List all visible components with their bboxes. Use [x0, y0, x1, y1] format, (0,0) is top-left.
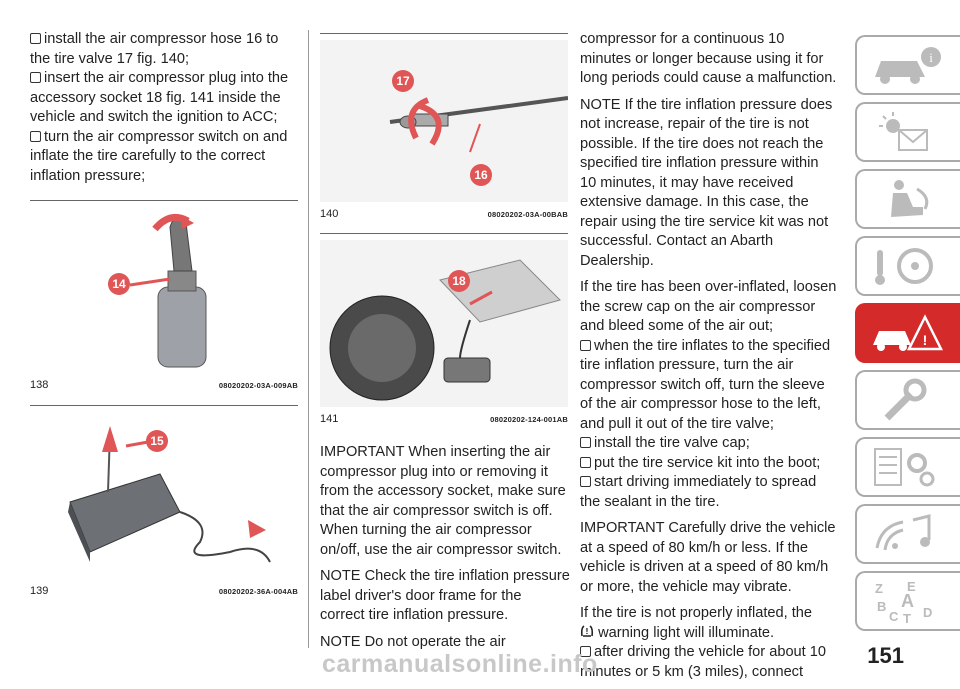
- figure-139: 15 139 08020202-36A-004AB: [30, 405, 298, 601]
- svg-text:i: i: [929, 50, 933, 65]
- step-item: install the air compressor hose 16 to th…: [30, 31, 279, 67]
- multimedia-icon: [875, 514, 931, 551]
- checkbox-bullet-icon: [580, 437, 591, 448]
- figure-caption: 138 08020202-03A-009AB: [30, 377, 298, 391]
- svg-text:T: T: [903, 611, 911, 625]
- column-middle-text: IMPORTANT When inserting the air compres…: [320, 443, 570, 659]
- svg-text:!: !: [923, 332, 928, 348]
- figure-number: 140: [320, 208, 339, 220]
- checkbox-bullet-icon: [30, 130, 41, 142]
- tab-warning-lights[interactable]: [855, 102, 960, 162]
- step-item: insert the air compressor plug into the …: [30, 70, 289, 125]
- step-item: start driving immediately to spread the …: [580, 474, 817, 510]
- wrench-icon: [884, 378, 927, 421]
- column-right-text: compressor for a continuous 10 minutes o…: [580, 30, 838, 689]
- tire-compressor-illustration: 18: [320, 240, 568, 407]
- tab-maintenance[interactable]: [855, 370, 960, 430]
- valve-hose-illustration: 17 16: [320, 40, 569, 202]
- step-item: after driving the vehicle for about 10 m…: [580, 644, 827, 680]
- figure-number: 138: [30, 379, 49, 391]
- step-item: install the tire valve cap;: [580, 434, 838, 454]
- paragraph: If the tire is not properly inflated, th…: [580, 605, 813, 641]
- svg-text:D: D: [923, 605, 932, 620]
- figure-140: 17 16 140 08020202-03A-00BAB: [320, 33, 569, 224]
- svg-text:C: C: [889, 609, 899, 624]
- tab-starting-driving[interactable]: [855, 236, 960, 296]
- column-divider: [308, 30, 310, 648]
- tab-car-info[interactable]: i: [855, 35, 960, 95]
- warning-lights-icon: [879, 112, 928, 151]
- checkbox-bullet-icon: [580, 646, 591, 657]
- step-item: turn the air compressor switch on and in…: [30, 128, 288, 184]
- step-item: put the tire service kit into the boot;: [580, 454, 838, 474]
- svg-text:A: A: [901, 591, 914, 611]
- figure-caption: 139 08020202-36A-004AB: [30, 583, 298, 597]
- callout-17: 17: [392, 70, 414, 92]
- figure-code: 08020202-03A-00BAB: [487, 210, 568, 219]
- callout-18: 18: [448, 270, 470, 292]
- callout-14: 14: [108, 273, 130, 295]
- tab-multimedia[interactable]: [855, 504, 960, 564]
- figure-caption: 140 08020202-03A-00BAB: [320, 206, 568, 220]
- checkbox-bullet-icon: [30, 33, 41, 44]
- tab-technical-data[interactable]: [855, 437, 960, 497]
- important-paragraph: IMPORTANT Carefully drive the vehicle at…: [580, 520, 836, 595]
- checkbox-bullet-icon: [580, 456, 591, 468]
- figure-number: 139: [30, 585, 49, 597]
- svg-text:!: !: [586, 627, 589, 636]
- column-left-text: install the air compressor hose 16 to th…: [30, 30, 300, 193]
- callout-16: 16: [470, 164, 492, 186]
- tab-safety[interactable]: [855, 169, 960, 229]
- seat-safety-icon: [891, 180, 929, 217]
- figure-code: 08020202-124-001AB: [490, 415, 568, 424]
- checkbox-bullet-icon: [580, 476, 591, 487]
- car-info-icon: i: [875, 47, 941, 84]
- figure-138: 14 138 08020202-03A-009AB: [30, 200, 298, 395]
- specs-gears-icon: [874, 448, 935, 487]
- tire-pressure-warning-icon: !: [580, 624, 594, 637]
- figure-code: 08020202-03A-009AB: [218, 381, 298, 390]
- compressor-kit-illustration: 15: [30, 412, 298, 579]
- svg-text:Z: Z: [875, 581, 883, 596]
- note-paragraph: NOTE If the tire inflation pressure does…: [580, 96, 833, 269]
- svg-text:E: E: [907, 579, 916, 594]
- tab-emergency[interactable]: !: [855, 303, 960, 363]
- note-paragraph: NOTE Do not operate the air: [320, 633, 506, 650]
- svg-text:B: B: [877, 599, 886, 614]
- paragraph: compressor for a continuous 10 minutes o…: [580, 31, 837, 86]
- checkbox-bullet-icon: [30, 72, 41, 83]
- page-number: 151: [867, 643, 904, 668]
- paragraph: If the tire has been over-inflated, loos…: [580, 279, 837, 334]
- important-paragraph: IMPORTANT When inserting the air compres…: [320, 444, 566, 558]
- emergency-car-icon: !: [873, 314, 944, 351]
- step-item: when the tire inflates to the specified …: [580, 337, 831, 432]
- figure-number: 141: [320, 413, 339, 425]
- key-steering-icon: [875, 248, 933, 285]
- figure-caption: 141 08020202-124-001AB: [320, 411, 568, 425]
- note-paragraph: NOTE Check the tire inflation pressure l…: [320, 568, 570, 623]
- figure-code: 08020202-36A-004AB: [218, 587, 298, 596]
- callout-15: 15: [146, 430, 168, 452]
- sealant-bottle-illustration: 14: [30, 207, 298, 373]
- watermark: carmanualsonline.info: [322, 650, 598, 678]
- figure-141: 18 141 08020202-124-001AB: [320, 233, 568, 429]
- checkbox-bullet-icon: [580, 339, 591, 351]
